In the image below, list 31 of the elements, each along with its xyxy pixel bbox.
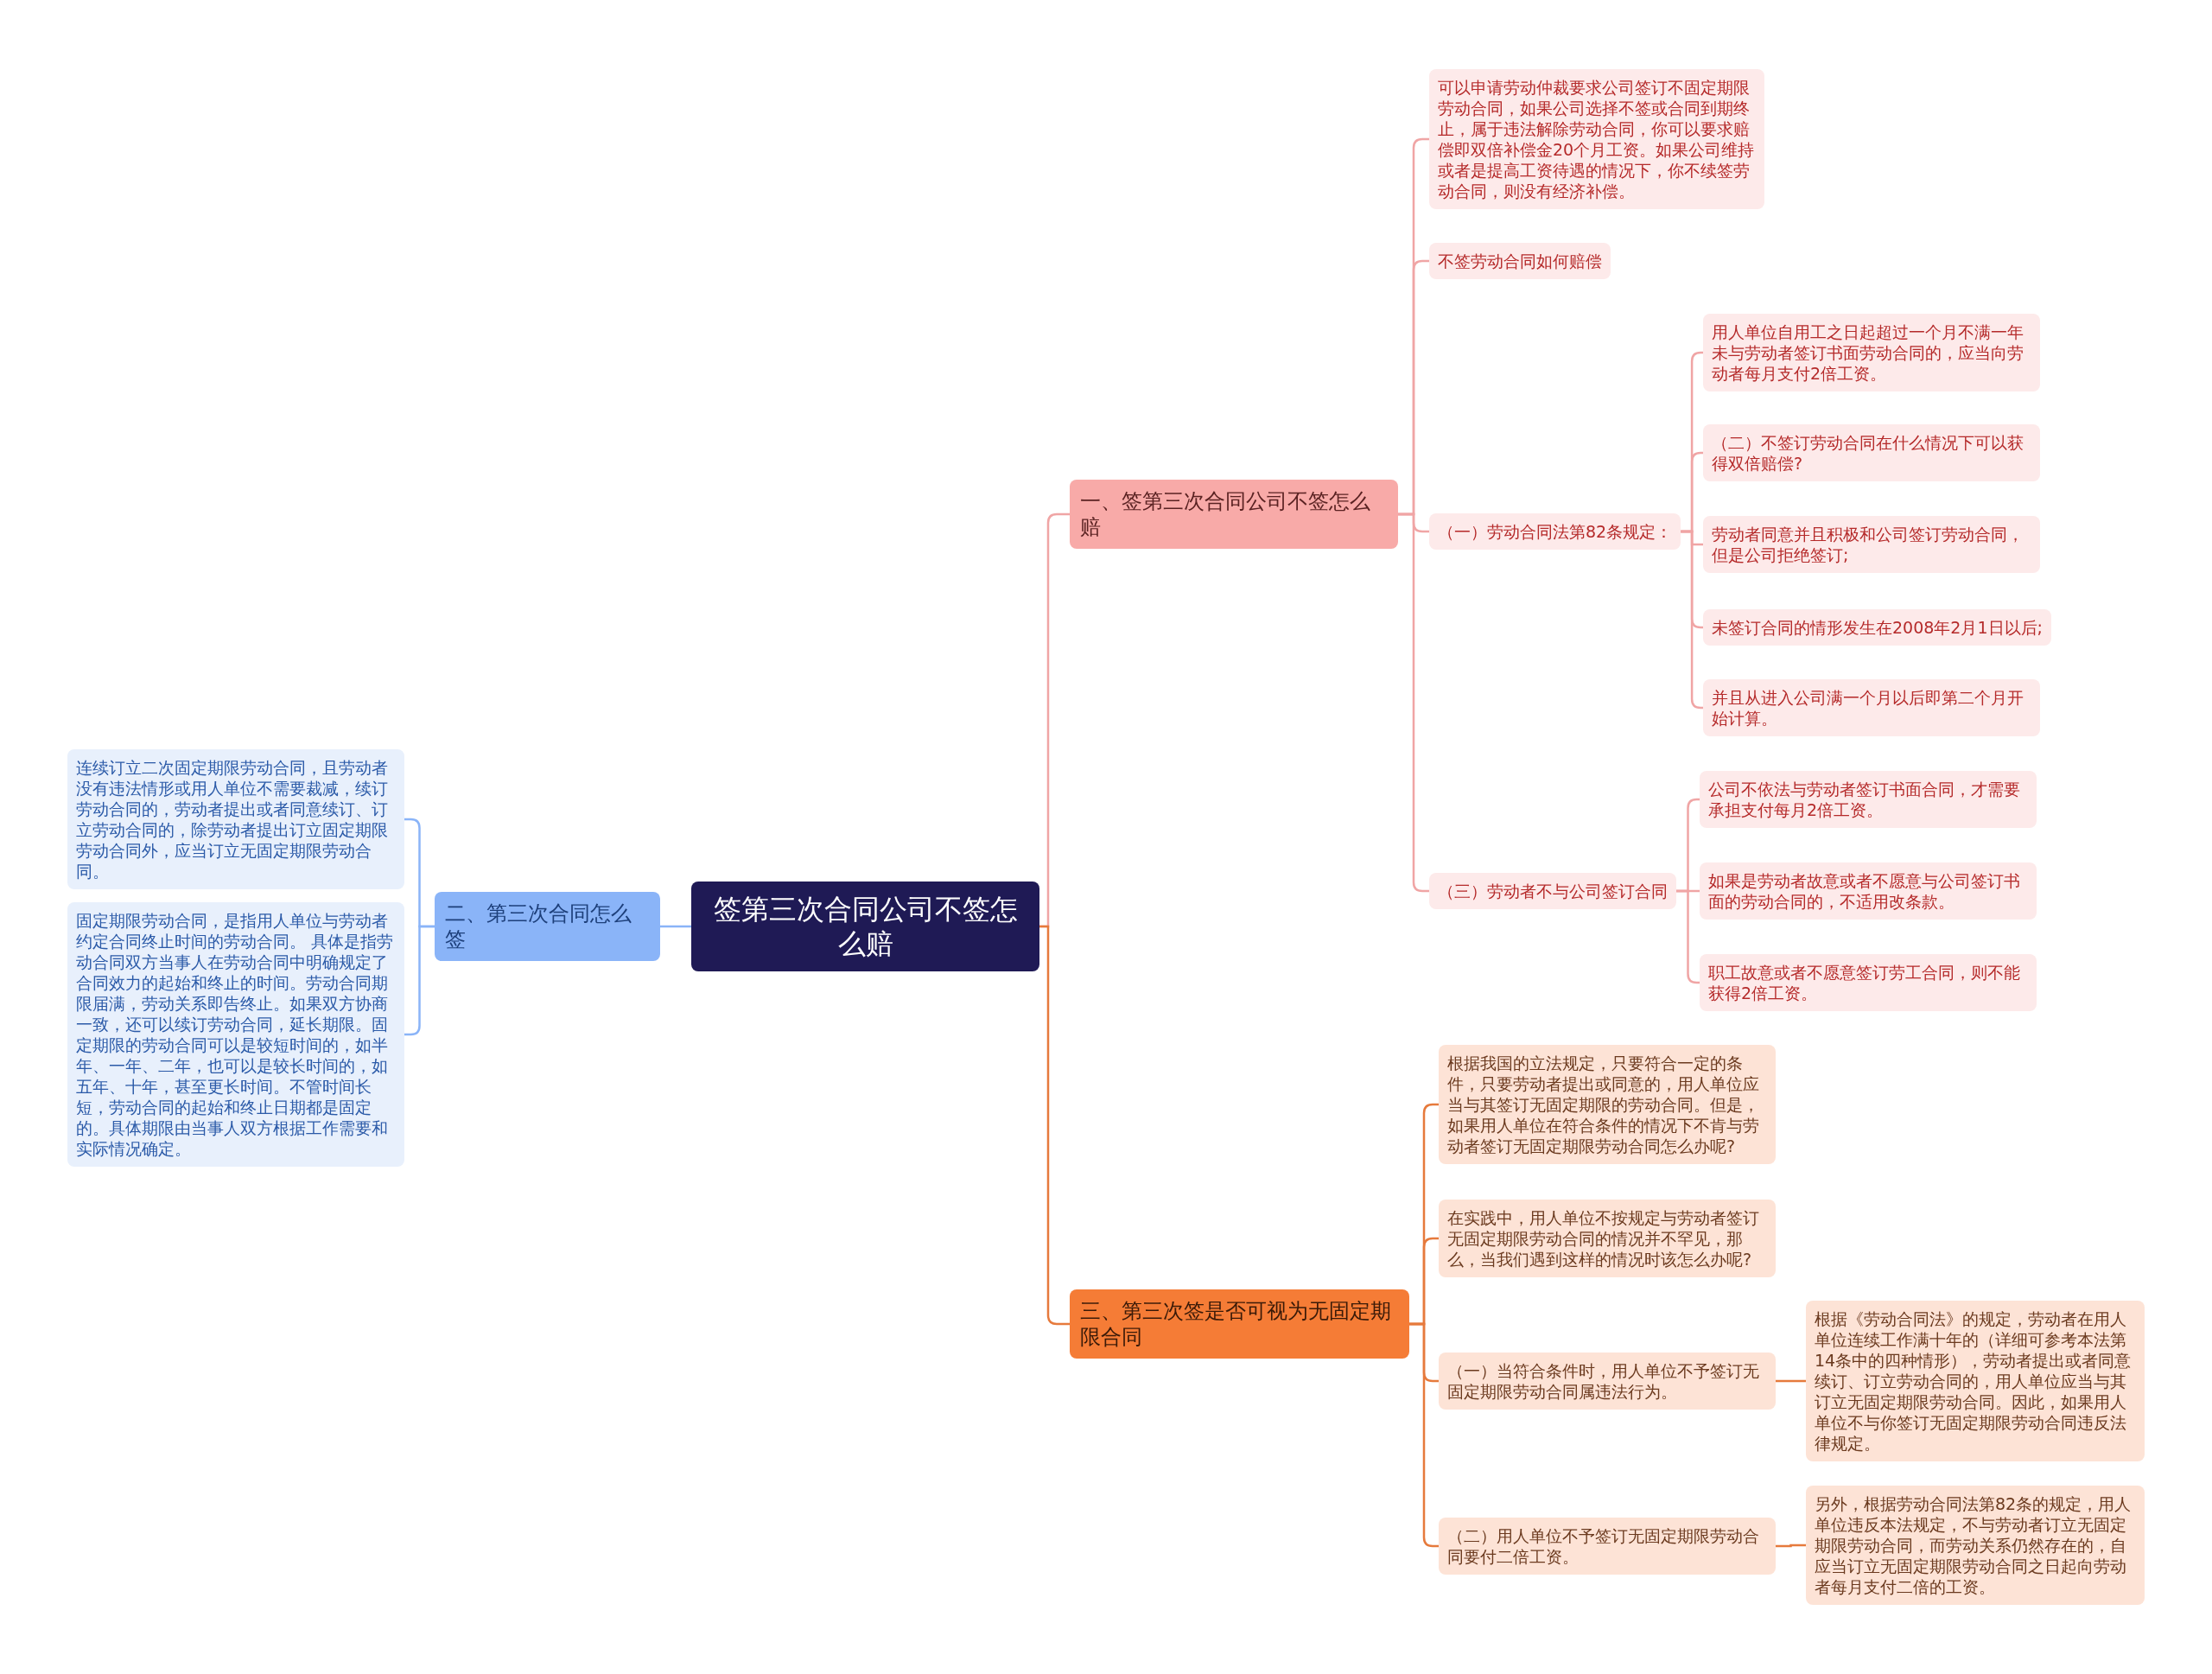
branch-topic-box: 二、第三次合同怎么签 <box>435 892 660 961</box>
topic-box: 根据我国的立法规定，只要符合一定的条件，只要劳动者提出或同意的，用人单位应当与其签订无固定期限的劳动合同。但是，如果用人单位在符合条件的情况下不肯与劳动者签订无固定期限劳动合同怎么办呢? <box>1439 1045 1776 1164</box>
connector-line <box>404 925 435 1036</box>
connector-line <box>1776 1544 1806 1548</box>
topic-box: （二）不签订劳动合同在什么情况下可以获得双倍赔偿? <box>1703 424 2040 481</box>
connector-line <box>660 925 691 928</box>
topic-box: 公司不依法与劳动者签订书面合同，才需要承担支付每月2倍工资。 <box>1700 771 2037 828</box>
connector-line <box>1398 512 1429 893</box>
topic-box: 可以申请劳动仲裁要求公司签订不固定期限劳动合同，如果公司选择不签或合同到期终止，属于违法解除劳动合同，你可以要求赔偿即双倍补偿金20个月工资。如果公司维持或者是提高工资待遇的情况下，你不续签劳动合同，则没有经济补偿。 <box>1429 69 1764 209</box>
branch-topic-box: 一、签第三次合同公司不签怎么赔 <box>1070 480 1398 549</box>
topic-box: 不签劳动合同如何赔偿 <box>1429 243 1611 279</box>
topic-box: 在实践中，用人单位不按规定与劳动者签订无固定期限劳动合同的情况并不罕见，那么，当我们遇到这样的情况时该怎么办呢? <box>1439 1200 1776 1277</box>
topic-box: （三）劳动者不与公司签订合同 <box>1429 873 1676 909</box>
connector-line <box>1776 1379 1806 1383</box>
central-topic-box: 签第三次合同公司不签怎么赔 <box>691 882 1039 971</box>
connector-line <box>1681 530 1703 710</box>
connector-line <box>1039 925 1070 1326</box>
topic-box: 并且从进入公司满一个月以后即第二个月开始计算。 <box>1703 679 2040 736</box>
topic-box: 如果是劳动者故意或者不愿意与公司签订书面的劳动合同的，不适用改条款。 <box>1700 862 2037 920</box>
topic-box: 劳动者同意并且积极和公司签订劳动合同，但是公司拒绝签订; <box>1703 516 2040 573</box>
topic-box: 另外，根据劳动合同法第82条的规定，用人单位违反本法规定，不与劳动者订立无固定期限劳动合同，而劳动关系仍然存在的，自应当订立无固定期限劳动合同之日起向劳动者每月支付二倍的工资。 <box>1806 1486 2145 1605</box>
topic-box: 连续订立二次固定期限劳动合同，且劳动者没有违法情形或用人单位不需要裁减，续订劳动合同的，劳动者提出或者同意续订、订立劳动合同的，除劳动者提出订立固定期限劳动合同外，应当订立无固定期限劳动合同。 <box>67 749 404 889</box>
topic-box: 用人单位自用工之日起超过一个月不满一年未与劳动者签订书面劳动合同的，应当向劳动者每月支付2倍工资。 <box>1703 314 2040 391</box>
topic-box: （一）当符合条件时，用人单位不予签订无固定期限劳动合同属违法行为。 <box>1439 1353 1776 1410</box>
topic-box: 根据《劳动合同法》的规定，劳动者在用人单位连续工作满十年的（详细可参考本法第14条中的四种情形），劳动者提出或者同意续订、订立劳动合同的，用人单位应当与其订立无固定期限劳动合同。因此，如果用人单位不与你签订无固定期限劳动合同违反法律规定。 <box>1806 1301 2145 1461</box>
topic-box: 未签订合同的情形发生在2008年2月1日以后; <box>1703 609 2051 646</box>
topic-box: （二）用人单位不予签订无固定期限劳动合同要付二倍工资。 <box>1439 1518 1776 1575</box>
topic-box: 固定期限劳动合同，是指用人单位与劳动者约定合同终止时间的劳动合同。 具体是指劳动合同双方当事人在劳动合同中明确规定了合同效力的起始和终止的时间。劳动合同期限届满，劳动关系即告终止。如果双方协商一致，还可以续订劳动合同，延长期限。固定期限的劳动合同可以是较短时间的，如半年、一年、二年，也可以是较长时间的，如五年、十年，甚至更长时间。不管时间长短，劳动合同的起始和终止日期都是固定的。具体期限由当事人双方根据工作需要和实际情况确定。 <box>67 902 404 1167</box>
topic-box: 职工故意或者不愿意签订劳工合同，则不能获得2倍工资。 <box>1700 954 2037 1011</box>
branch-topic-box: 三、第三次签是否可视为无固定期限合同 <box>1070 1289 1409 1359</box>
topic-box: （一）劳动合同法第82条规定： <box>1429 513 1681 550</box>
